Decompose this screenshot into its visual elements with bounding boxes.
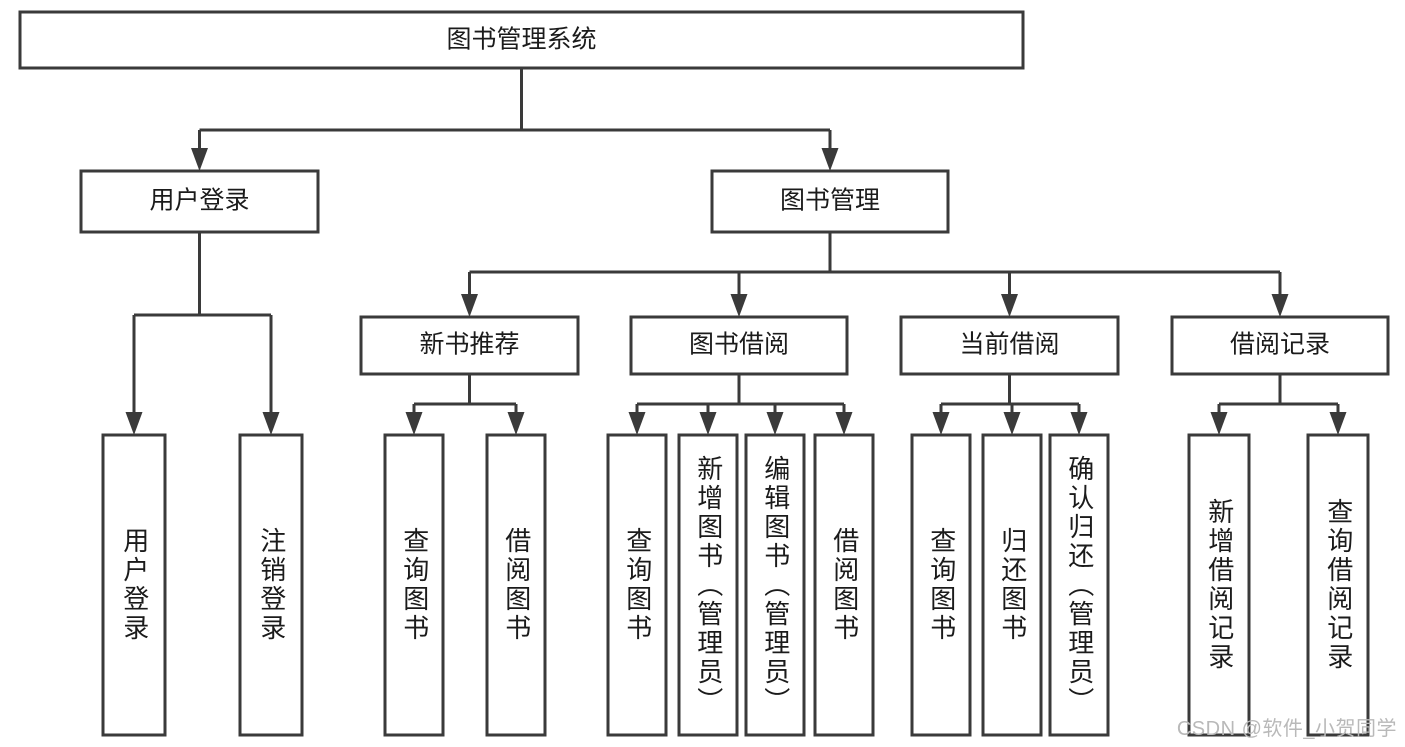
arrow-to-leaf-borrow-book — [835, 412, 853, 435]
node-root-rect[interactable] — [18, 10, 1025, 70]
arrow-to-leaf-edit-book — [766, 412, 784, 435]
arrow-to-leaf-logout — [262, 412, 280, 435]
arrow-to-leaf-confirm-return — [1070, 412, 1088, 435]
node-book-management-label: 图书管理 — [780, 187, 880, 215]
connector-layer — [125, 68, 1347, 435]
arrow-root-to-user-login — [191, 148, 208, 171]
node-layer: 图书管理系统 用户登录 图书管理 新书推荐 图书借阅 当前借阅 — [18, 10, 1390, 376]
node-book-management[interactable]: 图书管理 — [710, 169, 950, 234]
node-borrow-record[interactable]: 借阅记录 — [1170, 315, 1390, 376]
arrow-to-leaf-add-book — [699, 412, 717, 435]
leaf-return-book-rect[interactable] — [981, 433, 1043, 737]
node-book-management-rect[interactable] — [710, 169, 950, 234]
leaf-add-record-rect[interactable] — [1187, 433, 1251, 737]
leaf-confirm-return-rect[interactable] — [1048, 433, 1110, 737]
arrow-to-leaf-query-book-new — [405, 412, 423, 435]
node-new-book-recommend-label: 新书推荐 — [419, 331, 519, 359]
arrow-to-leaf-query-record — [1329, 412, 1347, 435]
node-user-login-label: 用户登录 — [149, 187, 249, 215]
arrow-to-borrow-record — [1271, 294, 1289, 317]
arrow-to-book-borrow — [730, 294, 748, 317]
node-new-book-recommend-rect[interactable] — [359, 315, 580, 376]
node-book-borrow[interactable]: 图书借阅 — [629, 315, 849, 376]
arrow-to-leaf-borrow-book-new — [507, 412, 525, 435]
node-borrow-record-rect[interactable] — [1170, 315, 1390, 376]
node-borrow-record-label: 借阅记录 — [1230, 331, 1330, 359]
leaf-node-layer — [101, 433, 1370, 737]
arrow-to-new-book-rec — [461, 294, 478, 317]
leaf-query-book-current-rect[interactable] — [910, 433, 972, 737]
arrow-root-to-book-mgmt — [821, 148, 839, 171]
leaf-add-book-rect[interactable] — [677, 433, 739, 737]
node-root[interactable]: 图书管理系统 — [18, 10, 1025, 70]
node-root-label: 图书管理系统 — [446, 26, 596, 54]
node-new-book-recommend[interactable]: 新书推荐 — [359, 315, 580, 376]
node-current-borrow[interactable]: 当前借阅 — [899, 315, 1120, 376]
arrow-to-leaf-user-login — [125, 412, 143, 435]
arrow-to-leaf-return-book — [1003, 412, 1021, 435]
leaf-query-book-new-rect[interactable] — [383, 433, 445, 737]
leaf-borrow-book-new-rect[interactable] — [485, 433, 547, 737]
node-user-login[interactable]: 用户登录 — [79, 169, 320, 234]
arrow-to-leaf-query-book-current — [932, 412, 950, 435]
node-user-login-rect[interactable] — [79, 169, 320, 234]
leaf-edit-book-rect[interactable] — [744, 433, 806, 737]
arrow-to-leaf-query-book-borrow — [628, 412, 646, 435]
arrow-to-leaf-add-record — [1210, 412, 1228, 435]
node-book-borrow-label: 图书借阅 — [689, 331, 789, 359]
leaf-user-login-rect[interactable] — [101, 433, 167, 737]
leaf-query-record-rect[interactable] — [1306, 433, 1370, 737]
leaf-borrow-book-rect[interactable] — [813, 433, 875, 737]
node-current-borrow-rect[interactable] — [899, 315, 1120, 376]
watermark: CSDN @软件_小贺同学 — [1176, 718, 1397, 740]
node-book-borrow-rect[interactable] — [629, 315, 849, 376]
node-current-borrow-label: 当前借阅 — [959, 331, 1059, 359]
arrow-to-current-borrow — [1001, 294, 1018, 317]
leaf-logout-rect[interactable] — [238, 433, 304, 737]
leaf-query-book-borrow-rect[interactable] — [606, 433, 668, 737]
